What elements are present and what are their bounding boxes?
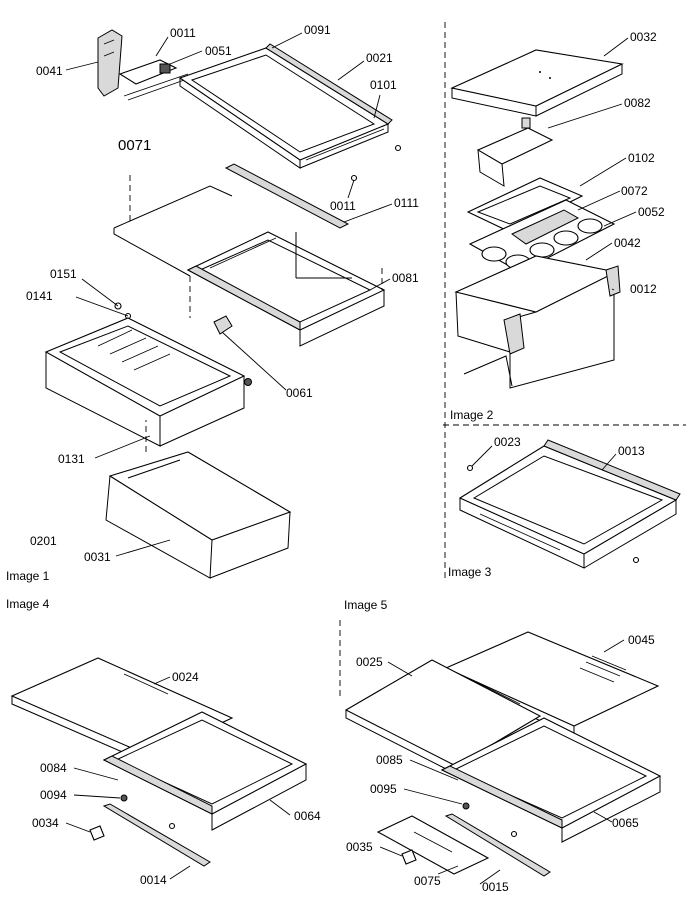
- image1-assembly: [44, 29, 402, 579]
- label-0014: 0014: [140, 873, 167, 887]
- label-0011: 0011: [170, 26, 196, 40]
- label-0042: 0042: [614, 236, 641, 250]
- label-0021: 0021: [366, 51, 393, 65]
- label-0015: 0015: [482, 880, 509, 894]
- image2-assembly: [450, 49, 624, 389]
- part-0032-cover: [450, 49, 624, 117]
- image3-assembly: [458, 439, 681, 569]
- label-0131: 0131: [58, 452, 85, 466]
- label-0035: 0035: [346, 840, 373, 854]
- label-0012: 0012: [630, 282, 657, 296]
- label-0091: 0091: [304, 23, 331, 37]
- part-0042-bin: [454, 255, 621, 389]
- part-0082-hinge: [476, 117, 554, 187]
- label-0011-lower: 0011: [330, 199, 356, 213]
- label-0013: 0013: [618, 444, 645, 458]
- label-0151: 0151: [50, 267, 77, 281]
- part-0041-bracket: [97, 29, 123, 97]
- label-0045: 0045: [628, 633, 655, 647]
- label-0025: 0025: [356, 655, 383, 669]
- panel-dividers: [339, 22, 686, 700]
- part-0111-rail: [224, 163, 350, 229]
- label-0023: 0023: [494, 435, 521, 449]
- caption-image2: Image 2: [450, 408, 494, 422]
- label-0095: 0095: [370, 782, 397, 796]
- caption-image3: Image 3: [448, 565, 492, 579]
- label-0041: 0041: [36, 64, 63, 78]
- part-0081-shelf: [186, 231, 386, 347]
- part-0075-trim: [376, 815, 490, 875]
- image5-leaders: [379, 639, 625, 885]
- label-0111: 0111: [394, 196, 419, 210]
- part-0014-rail: [102, 803, 211, 867]
- part-0045-cover: [444, 631, 660, 737]
- part-0094-screws: [120, 794, 176, 830]
- label-0101: 0101: [370, 78, 397, 92]
- label-0024: 0024: [172, 670, 199, 684]
- label-0052: 0052: [638, 205, 665, 219]
- part-0072-egg-tray: [468, 199, 616, 273]
- caption-image5: Image 5: [344, 598, 388, 612]
- part-0095-screws: [462, 802, 518, 838]
- image4-leaders: [65, 676, 291, 880]
- part-0102-frame: [466, 177, 584, 233]
- label-0032: 0032: [630, 30, 657, 44]
- part-0061-bracket: [213, 315, 252, 386]
- image3-leaders: [471, 445, 617, 471]
- label-0085: 0085: [376, 753, 403, 767]
- label-0201: 0201: [30, 534, 57, 548]
- label-0072: 0072: [621, 184, 648, 198]
- image5-assembly: [344, 631, 662, 877]
- label-0084: 0084: [40, 761, 67, 775]
- label-0102: 0102: [628, 151, 655, 165]
- label-0081: 0081: [392, 271, 419, 285]
- part-labels: 0041 0011 0051 0091 0021 0101 0071 0011 …: [6, 23, 665, 894]
- label-0031: 0031: [84, 550, 111, 564]
- part-0071-glass: [113, 175, 233, 277]
- image2-leaders: [547, 37, 637, 291]
- label-0082: 0082: [624, 96, 651, 110]
- label-0064: 0064: [294, 809, 321, 823]
- label-0051: 0051: [205, 44, 232, 58]
- part-0065-shelf: [440, 717, 662, 843]
- part-0131-drawer-cover: [44, 317, 246, 447]
- part-0031-crisper-pan: [105, 420, 292, 579]
- caption-image4: Image 4: [6, 597, 50, 611]
- label-0071: 0071: [118, 137, 151, 154]
- part-0034-clip: [89, 825, 105, 841]
- label-0141: 0141: [26, 289, 53, 303]
- part-0051-clip: [118, 59, 191, 101]
- part-0035-clip: [401, 849, 417, 865]
- image1-leaders: [65, 32, 393, 557]
- part-0021-shelf-frame: [178, 43, 402, 182]
- label-0094: 0094: [40, 788, 67, 802]
- caption-image1: Image 1: [6, 569, 50, 583]
- part-0064-shelf: [102, 711, 308, 831]
- label-0034: 0034: [32, 816, 59, 830]
- part-0015-rail: [444, 813, 551, 877]
- label-0065: 0065: [612, 816, 639, 830]
- label-0061: 0061: [286, 386, 313, 400]
- label-0075: 0075: [414, 874, 441, 888]
- image4-assembly: [10, 657, 308, 867]
